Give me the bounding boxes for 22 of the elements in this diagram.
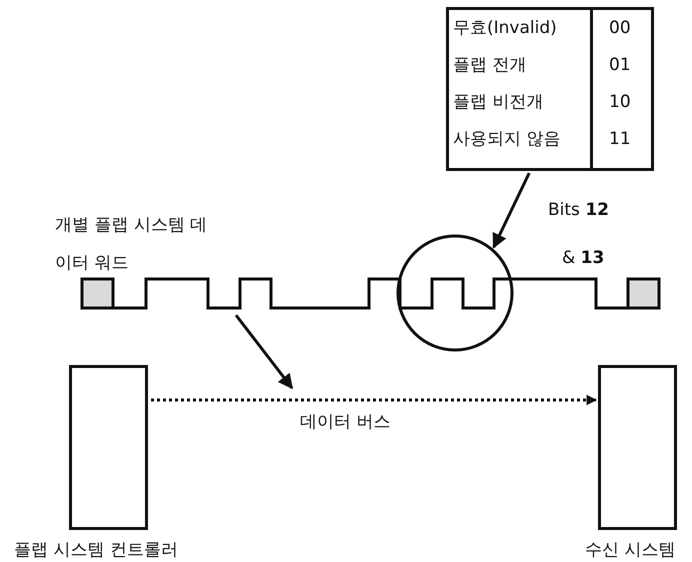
signal-waveform [80, 278, 660, 310]
data-bus-arrow [151, 394, 598, 406]
system-box [598, 365, 677, 530]
bit-code: 11 [609, 129, 631, 149]
state-name: 사용되지 않음 [453, 129, 560, 149]
node-label: 개별 플랩 시스템 데이터 워드 [55, 214, 208, 275]
edge-label: 데이터 버스 [300, 412, 390, 432]
state-name: 플랩 전개 [453, 55, 526, 75]
arrow [492, 172, 531, 249]
node-label: 수신 시스템 [585, 540, 676, 560]
bit-code: 00 [609, 18, 631, 38]
bit-label: & 13 [562, 248, 604, 268]
state-name: 무효(Invalid) [453, 18, 557, 38]
code-table [446, 7, 654, 171]
node-label: 플랩 시스템 컨트롤러 [14, 540, 178, 560]
arrow [234, 314, 294, 390]
state-name: 플랩 비전개 [453, 92, 544, 112]
bit-label: Bits 12 [548, 200, 609, 220]
bit-code: 10 [609, 92, 631, 112]
system-box [69, 365, 148, 530]
bit-code: 01 [609, 55, 631, 75]
highlight-circle [396, 234, 514, 352]
